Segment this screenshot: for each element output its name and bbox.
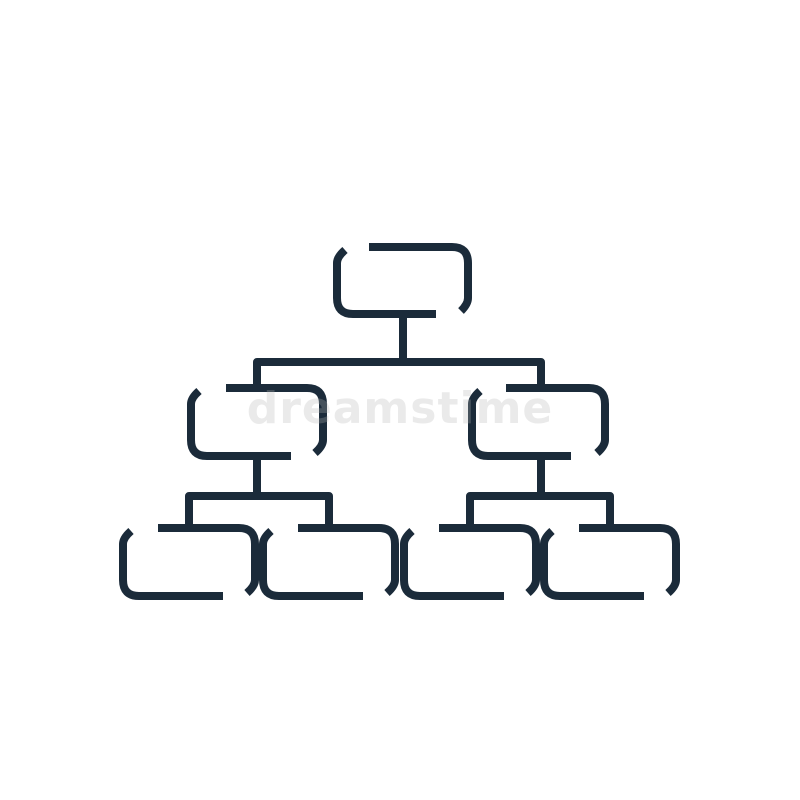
connector-lines	[185, 314, 614, 528]
org-node-level3-3	[400, 524, 540, 600]
org-node-root	[333, 243, 472, 318]
org-node-level3-4	[540, 524, 680, 600]
org-node-level2-left	[187, 384, 327, 460]
org-node-level3-2	[259, 524, 399, 600]
org-node-level3-1	[119, 524, 259, 600]
org-node-level2-right	[468, 384, 609, 460]
